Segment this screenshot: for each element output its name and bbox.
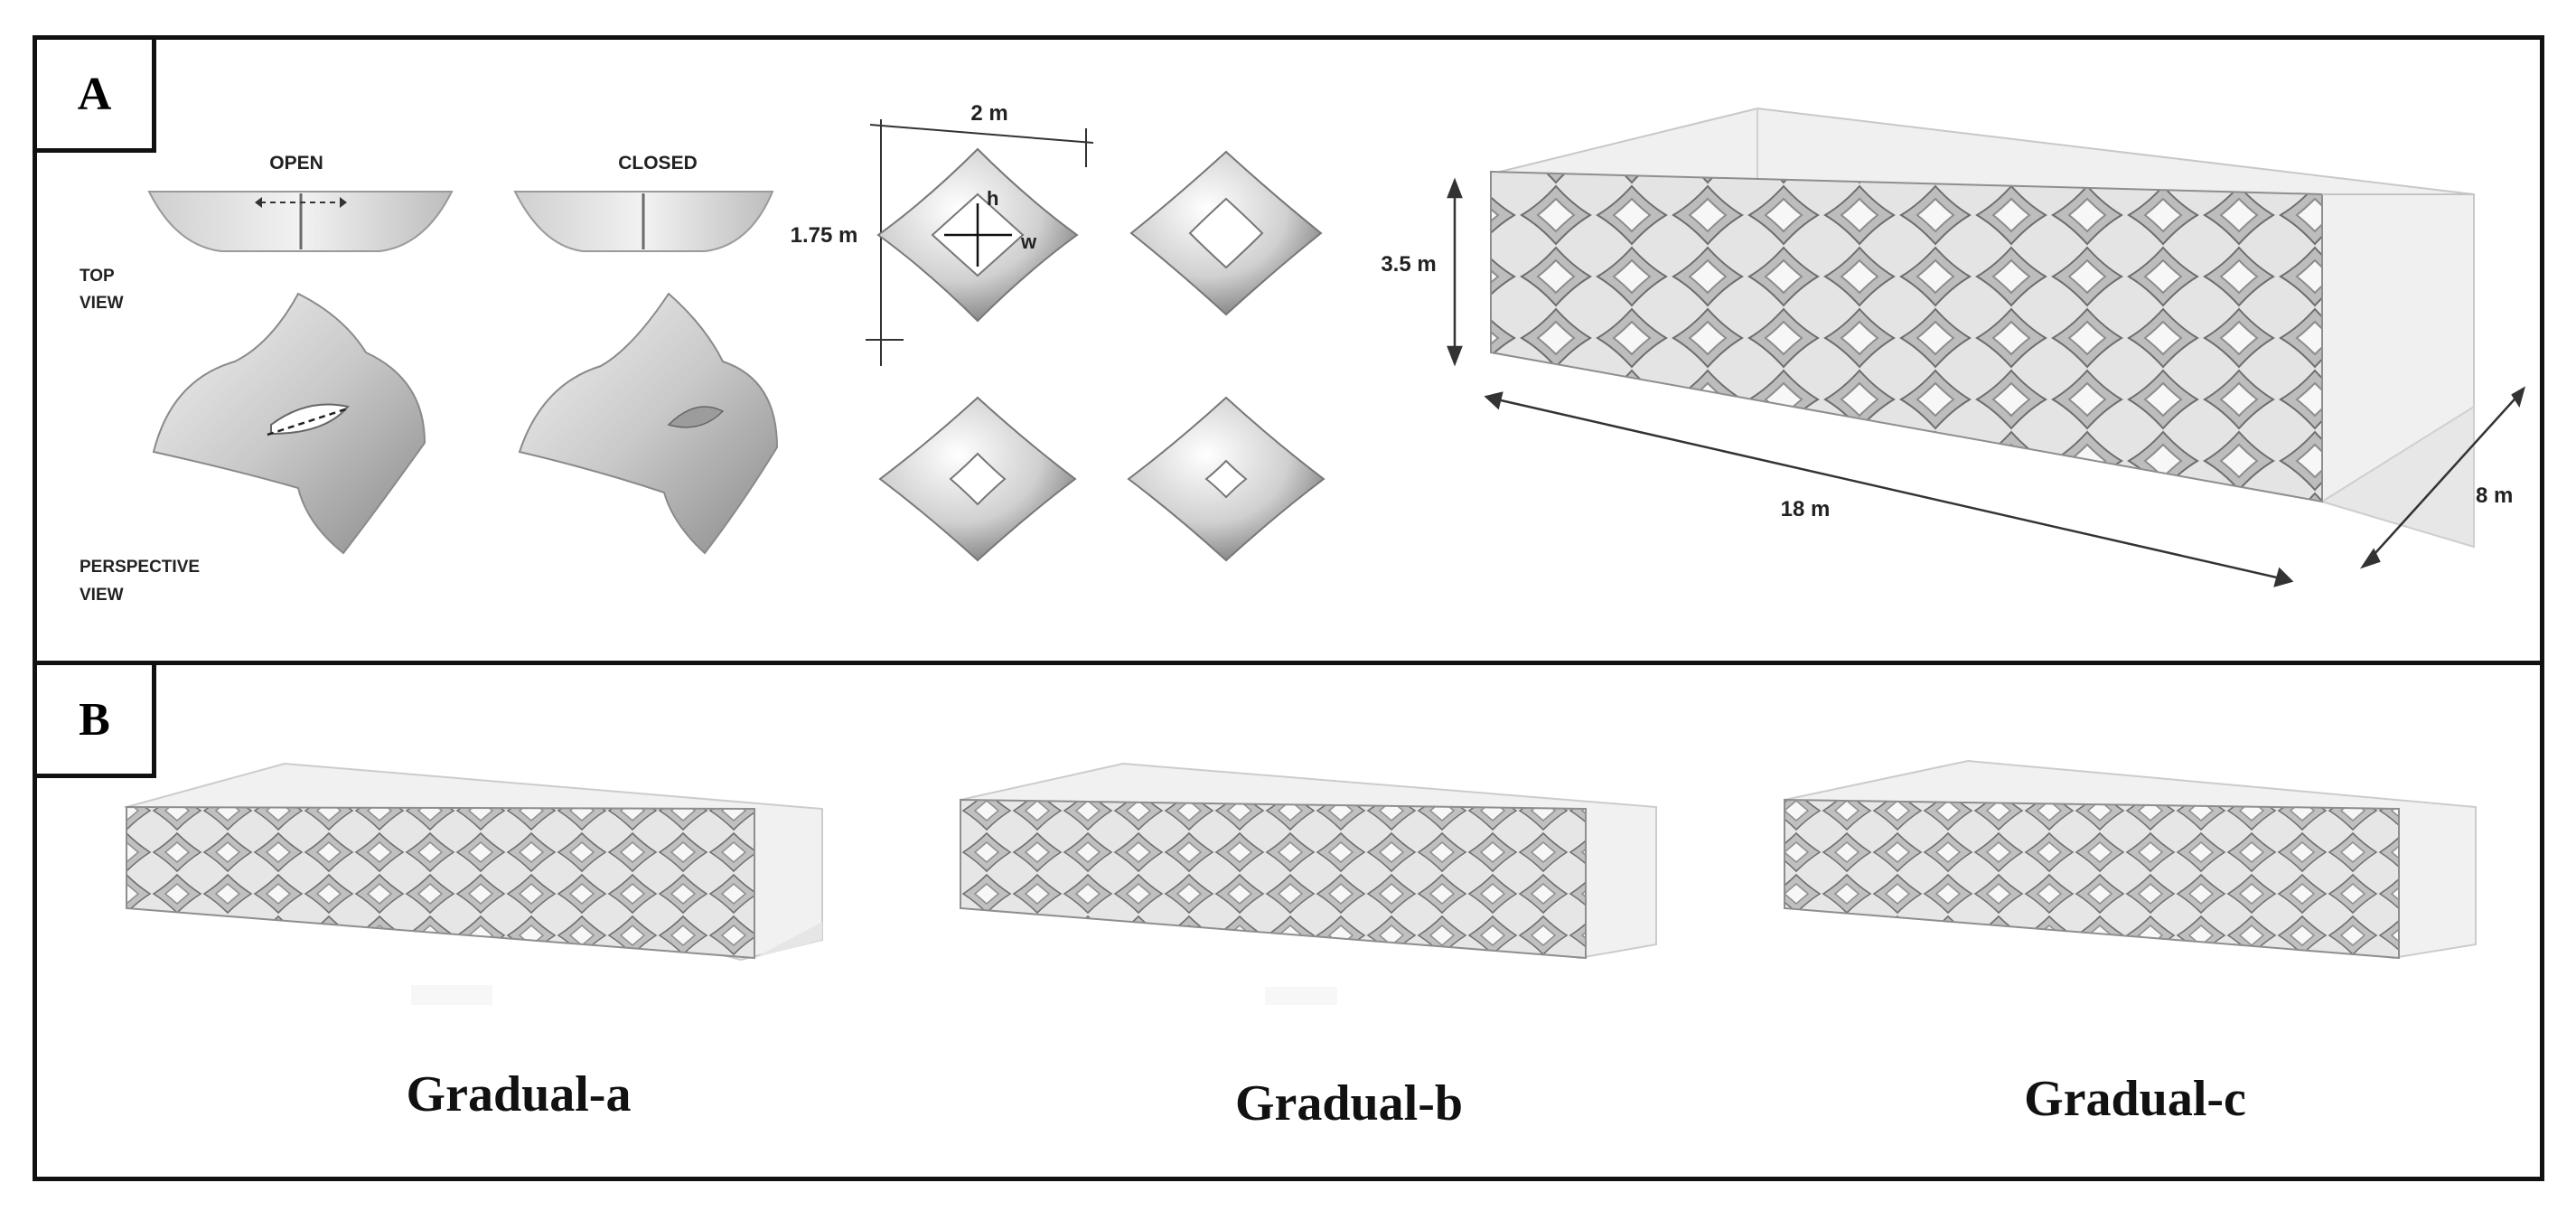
perspective-label-1: PERSPECTIVE [80,558,200,577]
module-2 [1129,150,1323,316]
module-inner-dimension-lines [944,203,1012,267]
closed-label: CLOSED [618,153,698,174]
top-view-open [147,191,454,252]
box-depth-label: 8 m [2476,483,2513,508]
module-h-label: h [987,187,998,210]
caption-gradual-c: Gradual-c [2024,1071,2246,1127]
box-length-label: 18 m [1781,497,1831,521]
caption-gradual-a: Gradual-a [407,1066,632,1122]
module-grid [876,147,1325,562]
module-w-label: w [1020,230,1037,253]
open-label: OPEN [269,153,323,174]
module-3 [878,396,1077,562]
facade-box-gradual-b [960,762,1657,1005]
caption-gradual-b: Gradual-b [1235,1075,1463,1131]
facade-box-large [1490,107,2475,549]
facade-box-gradual-a [123,762,823,1005]
top-view-label-1: TOP [80,267,115,286]
box-dimension-arrows [1447,177,2526,587]
facade-box-gradual-c [1784,759,2477,960]
top-view-closed [513,191,774,252]
module-4 [1127,396,1325,562]
module-width-label: 2 m [970,101,1007,126]
panel-b-tag: B [33,661,156,778]
perspective-closed [518,292,779,555]
panel-a-tag: A [33,35,156,153]
module-height-label: 1.75 m [791,223,858,248]
perspective-open [152,292,426,555]
perspective-label-2: VIEW [80,586,124,605]
box-height-label: 3.5 m [1381,252,1436,277]
top-view-label-2: VIEW [80,294,124,313]
